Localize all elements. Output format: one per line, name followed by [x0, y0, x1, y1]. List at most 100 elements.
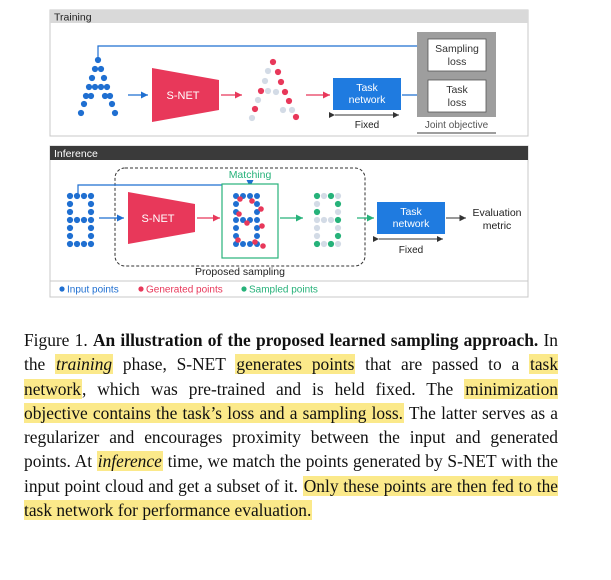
- generated-point: [292, 113, 300, 121]
- evaluation-metric-line2: metric: [483, 220, 512, 232]
- input-point: [88, 74, 96, 82]
- legend-generated-label: Generated points: [146, 285, 223, 296]
- input-point: [66, 216, 74, 224]
- generated-point: [274, 68, 282, 76]
- input-point: [87, 216, 95, 224]
- input-point: [94, 56, 102, 64]
- input-point: [66, 224, 74, 232]
- matching-generated-point: [260, 243, 266, 249]
- input-point: [91, 83, 99, 91]
- input-point: [80, 240, 88, 248]
- matching-input-point: [247, 241, 253, 247]
- input-point: [73, 216, 81, 224]
- sampled-point: [313, 240, 321, 248]
- input-point: [108, 100, 116, 108]
- matching-input-point: [247, 193, 253, 199]
- matching-input-point: [240, 241, 246, 247]
- input-point: [103, 83, 111, 91]
- matching-generated-point: [258, 206, 264, 212]
- caption-training-highlight: training: [55, 354, 114, 375]
- inference-panel: Inference Proposed sampling S-NET Matchi…: [49, 145, 529, 297]
- input-point: [80, 100, 88, 108]
- matching-input-point: [254, 225, 260, 231]
- matching-generated-point: [259, 223, 265, 229]
- caption-figure-label: Figure 1.: [24, 330, 88, 350]
- generated-point: [257, 87, 265, 95]
- sampled-point: [313, 208, 321, 216]
- input-point: [101, 92, 109, 100]
- training-snet-block: [152, 68, 219, 122]
- faded-point: [254, 96, 262, 104]
- faded-point: [288, 106, 296, 114]
- training-input-points: [77, 56, 119, 117]
- caption-s1a: In the: [24, 330, 558, 375]
- training-fixed-label: Fixed: [355, 120, 379, 131]
- generated-point: [269, 58, 277, 66]
- legend-input-dot: [59, 286, 65, 292]
- inference-task-network-line1: Task: [400, 206, 422, 218]
- matching-points: [233, 193, 266, 249]
- matching-input-point: [254, 209, 260, 215]
- input-point: [87, 232, 95, 240]
- input-point: [111, 109, 119, 117]
- sampled-point: [334, 216, 342, 224]
- task-loss-line1: Task: [446, 84, 468, 96]
- sampled-point: [327, 192, 335, 200]
- input-point: [73, 192, 81, 200]
- input-point: [87, 240, 95, 248]
- matching-input-point: [233, 201, 239, 207]
- caption-inference-highlight: inference: [96, 451, 163, 472]
- input-point: [66, 208, 74, 216]
- faded-point: [313, 200, 321, 208]
- caption-s1d: , which was pre-trained and is held fixe…: [82, 378, 454, 399]
- sampling-loss-box: [427, 38, 487, 72]
- training-task-network-line1: Task: [356, 82, 378, 94]
- sampled-point: [313, 192, 321, 200]
- inference-task-network-line2: network: [393, 218, 431, 230]
- sampling-loss-line1: Sampling: [435, 43, 479, 55]
- inference-task-network: [377, 202, 445, 234]
- input-point: [66, 200, 74, 208]
- training-header-bar: [50, 10, 528, 23]
- input-point: [106, 92, 114, 100]
- legend-generated-dot: [138, 286, 144, 292]
- faded-point: [320, 192, 328, 200]
- proposed-sampling-box: [114, 167, 366, 267]
- caption-s2: The latter serves as a regularizer and e…: [24, 402, 558, 472]
- input-point: [80, 192, 88, 200]
- sampled-point: [327, 240, 335, 248]
- input-point: [97, 65, 105, 73]
- matching-input-point: [254, 233, 260, 239]
- input-point: [87, 224, 95, 232]
- matching-input-point: [254, 193, 260, 199]
- faded-point: [279, 106, 287, 114]
- input-point: [66, 240, 74, 248]
- generated-point: [277, 78, 285, 86]
- training-panel: Training S-NET Task network Fixed Sampli…: [49, 9, 529, 137]
- input-point: [97, 83, 105, 91]
- faded-point: [334, 240, 342, 248]
- input-point: [73, 240, 81, 248]
- faded-point: [313, 232, 321, 240]
- faded-point: [248, 114, 256, 122]
- proposed-sampling-label: Proposed sampling: [195, 266, 285, 278]
- input-point: [66, 192, 74, 200]
- matching-input-point: [233, 193, 239, 199]
- sampled-points: [313, 192, 342, 248]
- matching-input-point: [233, 217, 239, 223]
- generated-point: [281, 88, 289, 96]
- faded-point: [320, 216, 328, 224]
- training-task-network: [333, 78, 401, 110]
- input-point: [82, 92, 90, 100]
- faded-point: [313, 216, 321, 224]
- sampled-point: [334, 200, 342, 208]
- generated-point: [285, 97, 293, 105]
- input-point: [66, 232, 74, 240]
- caption-s3: time, we match the points generated by S…: [24, 451, 558, 496]
- figure-caption: Figure 1. An illustration of the propose…: [24, 328, 559, 522]
- matching-input-point: [233, 225, 239, 231]
- faded-point: [264, 67, 272, 75]
- caption-bold-title: An illustration of the proposed learned …: [92, 330, 539, 350]
- faded-point: [272, 88, 280, 96]
- legend-input-label: Input points: [67, 285, 119, 296]
